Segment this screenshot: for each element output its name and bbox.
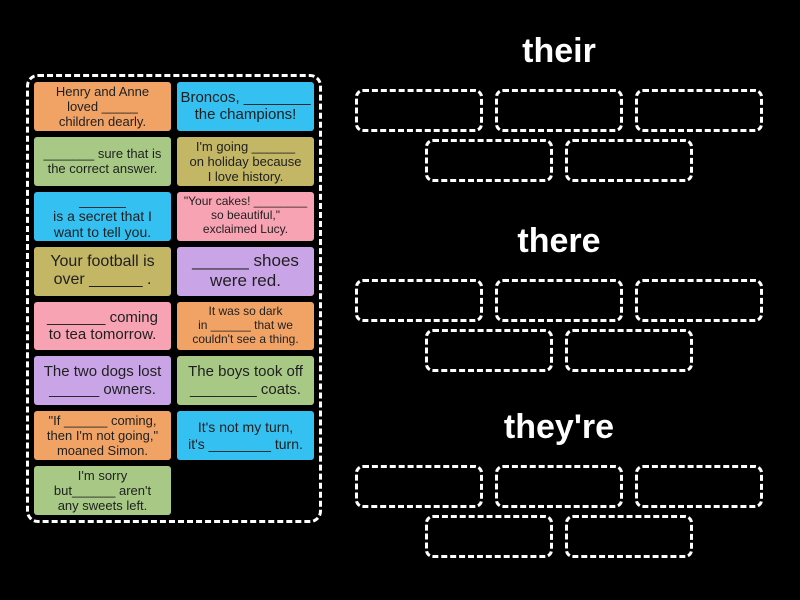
drop-slot[interactable]	[355, 279, 483, 323]
group-title-their: their	[522, 32, 596, 70]
word-bank-panel: Henry and Anne loved _____ children dear…	[26, 74, 322, 523]
drop-slot[interactable]	[565, 329, 693, 373]
group-title-theyre: they're	[503, 408, 615, 446]
slot-row	[353, 139, 765, 183]
drop-slot[interactable]	[495, 89, 623, 133]
word-tile[interactable]: Broncos, ________ the champions!	[177, 82, 314, 131]
group-theyre: they're	[353, 408, 765, 565]
drop-slot[interactable]	[355, 89, 483, 133]
word-tile[interactable]: It was so dark in ______ that we couldn'…	[177, 301, 314, 351]
drop-slot[interactable]	[425, 515, 553, 559]
word-tile[interactable]: "If ______ coming, then I'm not going," …	[34, 411, 171, 461]
slot-row	[353, 89, 765, 133]
drop-slot[interactable]	[355, 465, 483, 509]
word-tile[interactable]: "Your cakes! ________ so beautiful," exc…	[177, 191, 314, 241]
word-tile[interactable]: The boys took off ________ coats.	[177, 356, 314, 406]
word-tile[interactable]: I'm going ______ on holiday because I lo…	[177, 136, 314, 186]
drop-slot[interactable]	[565, 515, 693, 559]
slot-row	[353, 329, 765, 373]
word-tile[interactable]: _______ coming to tea tomorrow.	[34, 301, 171, 351]
drop-slot[interactable]	[495, 279, 623, 323]
word-tile[interactable]: _______ sure that is the correct answer.	[34, 136, 171, 186]
word-tile[interactable]: The two dogs lost ______ owners.	[34, 356, 171, 406]
word-tile[interactable]: I'm sorry but______ aren't any sweets le…	[34, 466, 171, 515]
word-tile[interactable]: Henry and Anne loved _____ children dear…	[34, 82, 171, 131]
group-their: their	[353, 32, 765, 189]
drop-slot[interactable]	[635, 89, 763, 133]
drop-slot[interactable]	[425, 329, 553, 373]
drop-slot[interactable]	[425, 139, 553, 183]
group-there: there	[353, 222, 765, 379]
drop-slot[interactable]	[635, 465, 763, 509]
word-tile[interactable]: ______ is a secret that I want to tell y…	[34, 191, 171, 241]
drop-slot[interactable]	[565, 139, 693, 183]
word-tile[interactable]: Your football is over ______ .	[34, 246, 171, 296]
slot-row	[353, 515, 765, 559]
drop-slot[interactable]	[495, 465, 623, 509]
slot-row	[353, 465, 765, 509]
group-title-there: there	[517, 222, 601, 260]
drop-slot[interactable]	[635, 279, 763, 323]
word-tile[interactable]: ______ shoes were red.	[177, 246, 314, 296]
word-tile[interactable]: It's not my turn, it's ________ turn.	[177, 411, 314, 461]
slot-row	[353, 279, 765, 323]
